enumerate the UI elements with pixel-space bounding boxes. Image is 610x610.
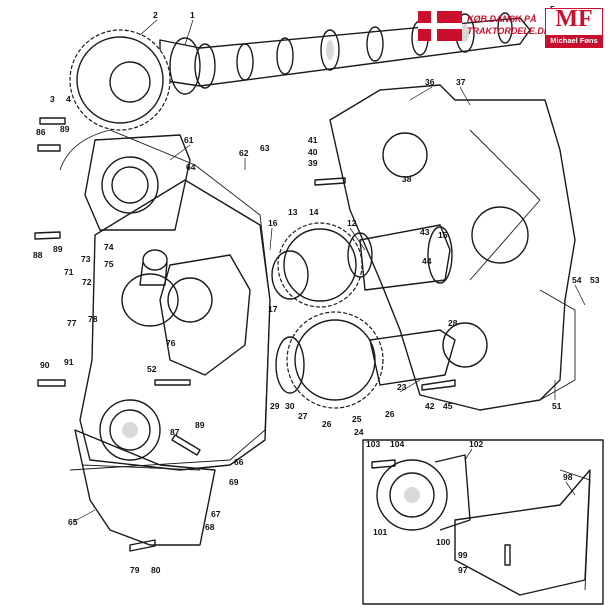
callout-67: 67	[211, 509, 221, 519]
inset-box	[362, 439, 604, 605]
callout-98: 98	[563, 472, 573, 482]
callout-28: 28	[448, 318, 458, 328]
callout-52: 52	[147, 364, 157, 374]
callout-80: 80	[151, 565, 161, 575]
pump-housing	[121, 249, 179, 327]
callout-36: 36	[425, 77, 435, 87]
callout-labels: 1 2 3 4 5 86 89 61 62 63 64 36 37 41 40 …	[33, 4, 600, 575]
callout-41: 41	[308, 135, 318, 145]
callout-89-a: 89	[60, 124, 70, 134]
leader-lines	[72, 19, 586, 523]
shop-tagline: KØB DANSK PÅ	[467, 14, 537, 24]
mf-badge: MF Michael Føns	[545, 6, 603, 48]
callout-73: 73	[81, 254, 91, 264]
callout-30: 30	[285, 401, 295, 411]
shop-url: TRAKTORDELE.DK	[467, 26, 551, 36]
callout-86: 86	[36, 127, 46, 137]
crankshaft-gear	[275, 311, 456, 409]
engine-plate	[329, 84, 576, 411]
callout-14: 14	[309, 207, 319, 217]
callout-43: 43	[420, 227, 430, 237]
callout-64: 64	[186, 162, 196, 172]
callout-63: 63	[260, 143, 270, 153]
callout-39: 39	[308, 158, 318, 168]
callout-15: 15	[438, 230, 448, 240]
bolts	[34, 117, 511, 566]
callout-13: 13	[288, 207, 298, 217]
callout-68: 68	[205, 522, 215, 532]
callout-62: 62	[239, 148, 249, 158]
callout-102: 102	[469, 439, 483, 449]
callout-90: 90	[40, 360, 50, 370]
rear-gasket	[539, 289, 576, 401]
callout-97: 97	[458, 565, 468, 575]
callout-65: 65	[68, 517, 78, 527]
callout-23: 23	[397, 382, 407, 392]
callout-3: 3	[50, 94, 55, 104]
callout-51: 51	[552, 401, 562, 411]
callout-38: 38	[402, 174, 412, 184]
callout-12: 12	[347, 218, 357, 228]
callout-1: 1	[190, 10, 195, 20]
callout-79: 79	[130, 565, 140, 575]
danish-flag-icon	[418, 11, 462, 41]
callout-53: 53	[590, 275, 600, 285]
mf-letters: MF	[555, 6, 593, 32]
callout-71: 71	[64, 267, 74, 277]
callout-99: 99	[458, 550, 468, 560]
callout-26-b: 26	[385, 409, 395, 419]
callout-88: 88	[33, 250, 43, 260]
callout-101: 101	[373, 527, 387, 537]
callout-45: 45	[443, 401, 453, 411]
callout-87: 87	[170, 427, 180, 437]
callout-26-a: 26	[322, 419, 332, 429]
callout-66: 66	[234, 457, 244, 467]
callout-103: 103	[366, 439, 380, 449]
callout-100: 100	[436, 537, 450, 547]
hub-shaft	[359, 224, 453, 291]
callout-2: 2	[153, 10, 158, 20]
callout-16: 16	[268, 218, 278, 228]
callout-74: 74	[104, 242, 114, 252]
callout-54: 54	[572, 275, 582, 285]
callout-77: 77	[67, 318, 77, 328]
brand-logo: KØB DANSK PÅ TRAKTORDELE.DK MF Michael F…	[415, 6, 605, 48]
callout-29: 29	[270, 401, 280, 411]
callout-61: 61	[184, 135, 194, 145]
callout-89-b: 89	[53, 244, 63, 254]
camshaft-gear	[69, 29, 201, 131]
callout-69: 69	[229, 477, 239, 487]
idler-gear	[271, 222, 373, 308]
callout-25: 25	[352, 414, 362, 424]
callout-40: 40	[308, 147, 318, 157]
callout-37: 37	[456, 77, 466, 87]
callout-42: 42	[425, 401, 435, 411]
mf-owner-name: Michael Føns	[546, 35, 602, 47]
callout-91: 91	[64, 357, 74, 367]
callout-17: 17	[268, 304, 278, 314]
front-plate	[84, 134, 191, 231]
callout-75: 75	[104, 259, 114, 269]
callout-24: 24	[354, 427, 364, 437]
callout-4: 4	[66, 94, 71, 104]
callout-78: 78	[88, 314, 98, 324]
callout-89-c: 89	[195, 420, 205, 430]
callout-76: 76	[166, 338, 176, 348]
callout-104: 104	[390, 439, 404, 449]
callout-72: 72	[82, 277, 92, 287]
timing-case	[79, 179, 271, 471]
sump-housing	[74, 429, 216, 546]
gasket	[59, 129, 271, 471]
callout-27: 27	[298, 411, 308, 421]
callout-44: 44	[422, 256, 432, 266]
